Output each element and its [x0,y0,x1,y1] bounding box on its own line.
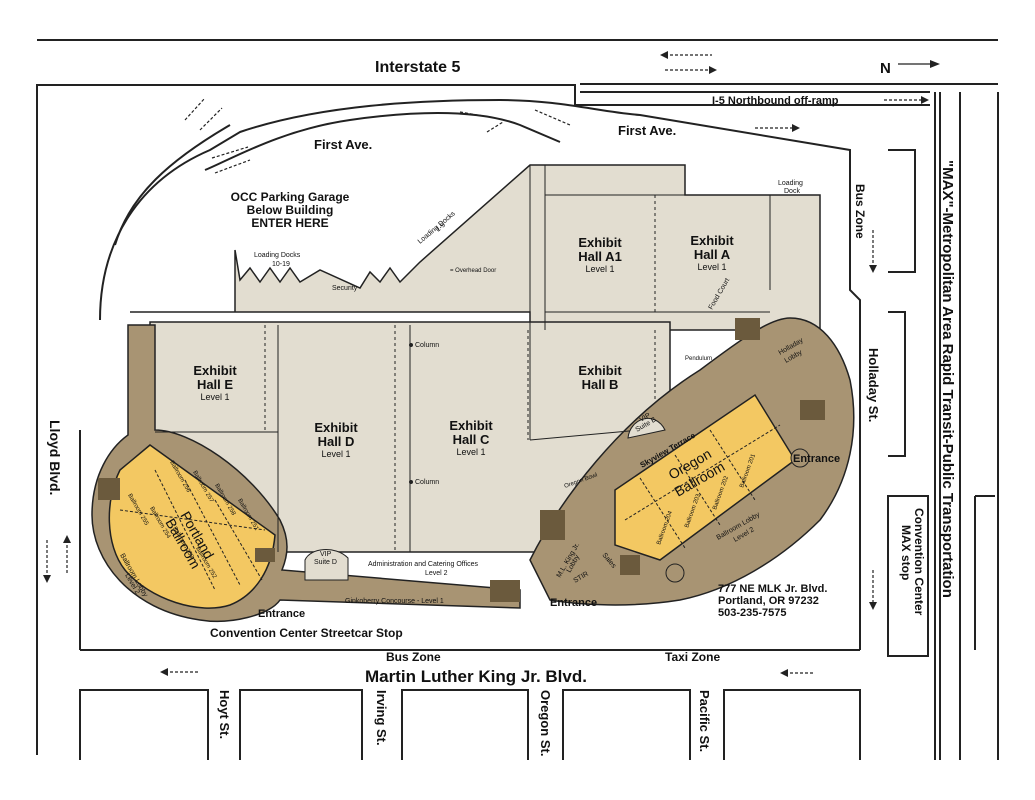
loading-dock-a-label-2: Dock [784,188,800,195]
oregon-st-label: Oregon St. [538,690,553,756]
entrance-west-label: Entrance [258,608,305,620]
taxi-zone-label: Taxi Zone [665,650,720,664]
hall-d-level: Level 1 [321,449,350,459]
entrance-south-label: Entrance [550,597,597,609]
vip-d-label-1: VIP [320,551,332,558]
vip-d-label-2: Suite D [314,559,337,566]
hall-a1-name-1: Exhibit [578,235,622,250]
hall-d-name-1: Exhibit [314,420,358,435]
building-footprint [130,164,821,331]
dashed-divisions [264,195,656,552]
vip-b-label-1: VIP [639,412,653,424]
column-label-2: Column [415,479,439,486]
hall-labels: Exhibit Hall A1 Level 1 Exhibit Hall A L… [193,233,734,459]
ginkoberry-label: Ginkoberry Concourse - Level 1 [345,598,444,605]
hall-a1-name-2: Hall A1 [578,249,622,264]
interstate-label: Interstate 5 [375,59,460,76]
hall-c-level: Level 1 [456,447,485,457]
address-line-2: Portland, OR 97232 [718,595,819,607]
max-line-label: "MAX"-Metropolitan Area Rapid Transit-Pu… [939,160,956,598]
interior-lines [155,165,771,552]
parking-labels: OCC Parking Garage Below Building ENTER … [231,190,350,230]
stairs [98,318,825,602]
hall-a-name-1: Exhibit [690,233,734,248]
hall-c-name-1: Exhibit [449,418,493,433]
hall-b-name-2: Hall B [582,377,619,392]
portland-ballroom-grid [119,469,266,591]
max-stop-label-1: Convention Center [912,508,926,616]
road-labels: Interstate 5 N I-5 Northbound off-ramp F… [47,59,956,756]
road-lines [36,39,999,760]
entrance-east-label: Entrance [793,453,840,465]
hall-c-name-2: Hall C [453,432,490,447]
docks-1-9-num: 1-9 [435,222,447,234]
first-ave-label-west: First Ave. [314,137,372,152]
docks-10-19-label: Loading Docks [254,252,301,259]
docks-10-19-num: 10-19 [272,261,290,268]
irving-st-label: Irving St. [374,690,389,746]
parking-line-2: Below Building [247,203,334,217]
loading-dock-a-label: Loading [778,180,803,187]
admin-label-2: Level 2 [425,570,448,577]
vip-suite-b-shape [627,418,666,439]
column-label-1: Column [415,342,439,349]
lloyd-blvd-label: Lloyd Blvd. [47,420,63,495]
admin-label-1: Administration and Catering Offices [368,561,478,568]
pendulum-label: Pendulum [685,356,712,362]
hall-b-name-1: Exhibit [578,363,622,378]
mlk-blvd-label: Martin Luther King Jr. Blvd. [365,667,587,686]
hall-e-name-2: Hall E [197,377,233,392]
entrance-circle-east [790,448,810,468]
address-line-3: 503-235-7575 [718,607,787,619]
hoyt-st-label: Hoyt St. [217,690,232,739]
hall-a1-level: Level 1 [585,264,614,274]
hall-a-name-2: Hall A [694,247,731,262]
holladay-st-label: Holladay St. [866,348,881,422]
first-ave-label-east: First Ave. [618,123,676,138]
hall-e-name-1: Exhibit [193,363,237,378]
security-label: Security [332,285,358,292]
entrance-circle-south [665,563,685,583]
hall-e-level: Level 1 [200,392,229,402]
vip-suite-d-shape [304,549,349,581]
streetcar-label: Convention Center Streetcar Stop [210,626,403,640]
oregon-ballroom-shape [614,393,796,561]
arrow-heads [43,51,940,677]
address-line-1: 777 NE MLK Jr. Blvd. [718,583,827,595]
hall-a-level: Level 1 [697,262,726,272]
max-stop-label-2: MAX stop [899,525,913,580]
direction-arrows [46,54,935,674]
offramp-label: I-5 Northbound off-ramp [712,95,839,107]
bus-zone-south-label: Bus Zone [386,650,441,664]
parking-line-3: ENTER HERE [251,216,328,230]
oregon-ballroom-grid [624,424,781,549]
address-block: 777 NE MLK Jr. Blvd. Portland, OR 97232 … [718,583,827,619]
hall-d-name-2: Hall D [318,434,355,449]
pacific-st-label: Pacific St. [697,690,712,752]
parking-line-1: OCC Parking Garage [231,190,350,204]
bus-zone-east-label: Bus Zone [853,184,867,239]
overhead-door-label: = Overhead Door [450,268,496,274]
north-label: N [880,60,891,77]
